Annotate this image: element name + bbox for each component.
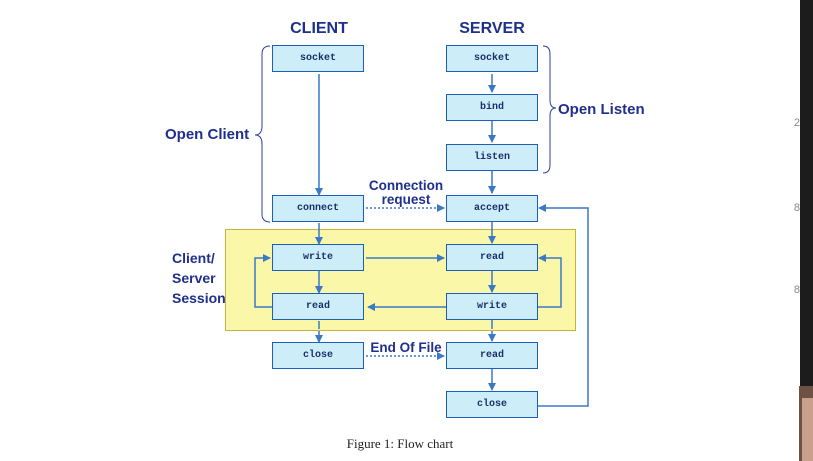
client-read-node: read — [272, 293, 364, 320]
braces — [254, 45, 557, 223]
open-listen-label: Open Listen — [558, 101, 645, 118]
edge-mark-2: 8 — [793, 202, 800, 214]
eof-label: End Of File — [370, 340, 442, 355]
client-close-node: close — [272, 342, 364, 369]
edge-mark-3: 8 — [793, 284, 800, 296]
open-client-brace — [254, 45, 271, 223]
close-to-accept-arrow — [537, 204, 589, 407]
client-write-node: write — [272, 244, 364, 271]
server-bind-node: bind — [446, 94, 538, 121]
server-accept-node: accept — [446, 195, 538, 222]
right-panel-edge — [800, 0, 813, 461]
client-connect-node: connect — [272, 195, 364, 222]
open-client-label: Open Client — [165, 126, 250, 143]
server-read-node: read — [446, 244, 538, 271]
client-socket-node: socket — [272, 45, 364, 72]
session-label-line3: Session — [172, 290, 226, 306]
open-listen-brace — [542, 45, 557, 174]
video-thumbnail-image — [802, 398, 813, 461]
server-socket-node: socket — [446, 45, 538, 72]
server-read2-node: read — [446, 342, 538, 369]
session-label: Client/ Server Session — [172, 248, 226, 308]
server-write-node: write — [446, 293, 538, 320]
session-label-line2: Server — [172, 270, 216, 286]
connection-request-label: Connection request — [366, 179, 446, 207]
session-label-line1: Client/ — [172, 250, 215, 266]
client-column-title: CLIENT — [290, 20, 348, 37]
server-close-node: close — [446, 391, 538, 418]
connection-label-line2: request — [381, 192, 431, 207]
figure-caption: Figure 1: Flow chart — [346, 436, 454, 451]
connection-label-line1: Connection — [368, 178, 444, 193]
edge-mark-1: 2 — [793, 117, 800, 129]
server-listen-node: listen — [446, 144, 538, 171]
server-column-title: SERVER — [459, 20, 525, 37]
